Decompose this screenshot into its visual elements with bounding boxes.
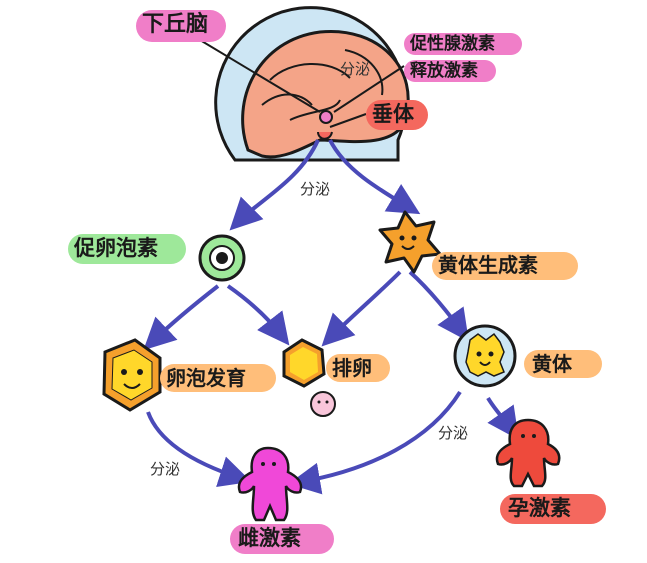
arrow-pituitary-to-fsh bbox=[229, 139, 320, 231]
estrogen-pill bbox=[230, 524, 334, 554]
secrete-label-top: 分泌 bbox=[340, 60, 371, 78]
estrogen-figure-icon bbox=[237, 446, 303, 522]
arrow-corpus-to-progesterone bbox=[486, 396, 519, 440]
gnrh-label-line2: 释放激素 bbox=[410, 61, 478, 81]
hypothalamus-pointer bbox=[189, 33, 321, 113]
arrow-fsh-to-ovulation bbox=[226, 284, 290, 346]
arrow-pituitary-to-lh bbox=[328, 139, 421, 215]
follicle-icon bbox=[102, 338, 162, 412]
fsh-cell-icon bbox=[198, 234, 246, 282]
progesterone-pill bbox=[500, 494, 606, 524]
gnrh-label-line1: 促性腺激素 bbox=[410, 34, 495, 54]
ovulation-label: 排卵 bbox=[332, 356, 372, 380]
gnrh-pointer bbox=[333, 65, 405, 113]
secrete-label-left: 分泌 bbox=[150, 460, 181, 478]
secrete-label-mid: 分泌 bbox=[300, 180, 331, 198]
estrogen-label: 雌激素 bbox=[238, 526, 301, 550]
lh-cell-icon bbox=[378, 210, 442, 274]
follicle-pill bbox=[160, 364, 276, 392]
hypothalamus-label: 下丘脑 bbox=[142, 12, 209, 37]
pituitary-pointer bbox=[329, 113, 367, 128]
secrete-label-right: 分泌 bbox=[438, 424, 469, 442]
corpus-pill bbox=[524, 350, 602, 378]
progesterone-figure-icon bbox=[495, 418, 561, 488]
arrow-corpus-to-estrogen bbox=[288, 390, 462, 495]
corpus-luteum-icon bbox=[453, 324, 517, 388]
fsh-label: 促卵泡素 bbox=[74, 236, 158, 260]
arrow-lh-to-ovulation bbox=[321, 270, 402, 347]
lh-pill bbox=[432, 252, 578, 280]
arrow-fsh-to-follicle bbox=[143, 284, 220, 351]
brain-illustration bbox=[214, 6, 410, 162]
pituitary-pill bbox=[366, 100, 428, 130]
corpus-luteum-label: 黄体 bbox=[532, 352, 572, 376]
arrow-lh-to-corpus bbox=[408, 270, 469, 342]
gnrh-pill-1 bbox=[404, 33, 522, 55]
pituitary-label: 垂体 bbox=[372, 102, 414, 126]
gnrh-pill-2 bbox=[404, 60, 496, 82]
lh-label: 黄体生成素 bbox=[438, 253, 538, 277]
arrow-follicle-to-estrogen bbox=[146, 411, 252, 488]
hypothalamus-pill bbox=[136, 10, 226, 42]
ovulation-pill bbox=[326, 354, 390, 382]
fsh-pill bbox=[68, 234, 186, 264]
ovulation-icon bbox=[282, 338, 336, 417]
progesterone-label: 孕激素 bbox=[508, 496, 571, 520]
follicle-dev-label: 卵泡发育 bbox=[166, 366, 246, 390]
